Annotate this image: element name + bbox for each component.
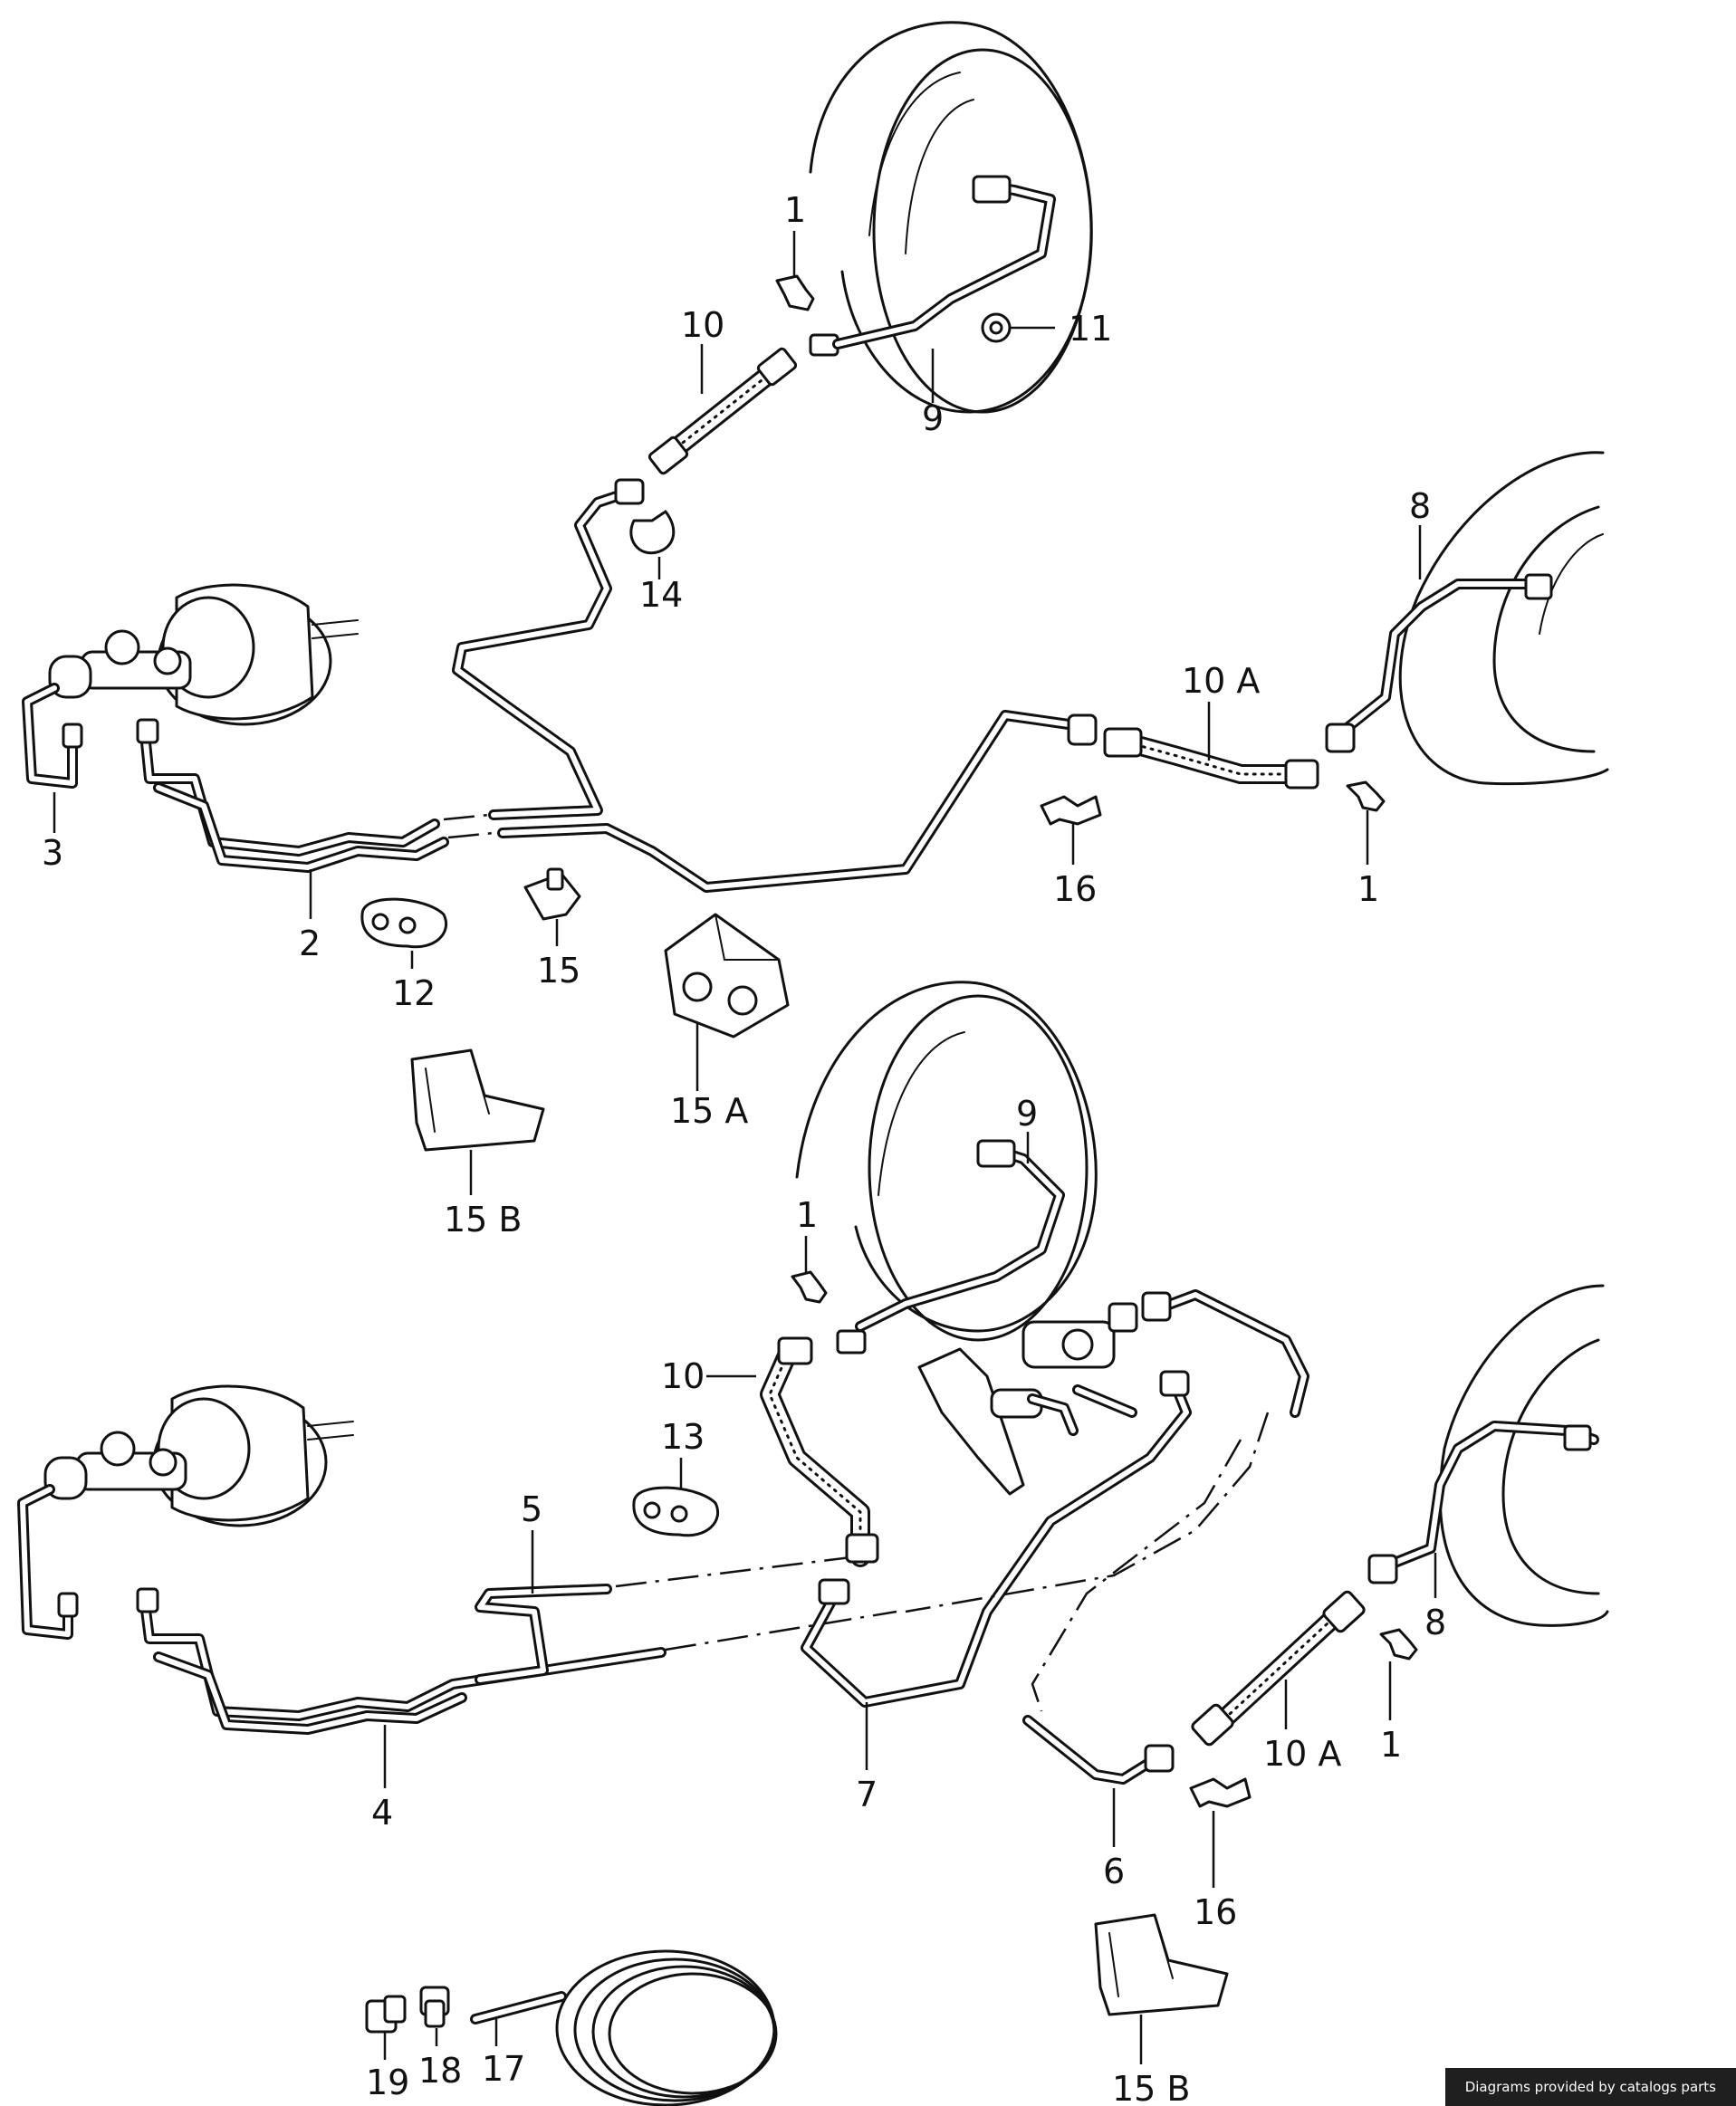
brake-drum-right-top [1398, 451, 1609, 786]
label-9: 9 [922, 398, 944, 438]
label-8: 8 [1409, 486, 1431, 526]
label-7: 7 [856, 1775, 878, 1814]
label-3: 3 [42, 833, 63, 873]
label-15B: 15 B [444, 1200, 523, 1240]
clip-16-top [1040, 795, 1102, 826]
label-10: 10 [681, 305, 724, 345]
part-labels: 1 10 11 9 14 8 10 A 3 2 12 15 15 A 16 1 … [42, 190, 1446, 2106]
pipe-6 [1022, 1715, 1175, 1785]
pipe-4 [136, 1587, 667, 1735]
pipe-coil-17 [470, 1949, 778, 2106]
label-15: 15 [537, 951, 580, 991]
label-1: 1 [784, 190, 806, 230]
label-14: 14 [639, 575, 683, 615]
pipe-5 [475, 1584, 612, 1685]
fitting-18 [419, 1986, 450, 2028]
label-15B: 15 B [1112, 2069, 1191, 2106]
hose-10A-top [1067, 713, 1319, 790]
pipe-8-bottom [1367, 1421, 1599, 1584]
brake-line-top-main [452, 478, 1074, 893]
pipe-3 [22, 683, 83, 789]
master-cylinder-bottom [43, 1384, 354, 1527]
pipe-9-bottom [855, 1139, 1065, 1332]
label-15A: 15 A [670, 1091, 748, 1131]
clip-1-right [1346, 780, 1386, 812]
label-9: 9 [1016, 1094, 1038, 1134]
label-1: 1 [796, 1195, 818, 1235]
label-11: 11 [1069, 309, 1112, 349]
label-17: 17 [482, 2049, 525, 2089]
part-12 [360, 897, 448, 949]
part-15B-bottom [1094, 1913, 1229, 2016]
pipe-2 [136, 718, 449, 873]
label-1: 1 [1357, 869, 1379, 909]
pipe-regulator-loop [1141, 1289, 1309, 1418]
label-5: 5 [521, 1489, 542, 1529]
label-19: 19 [366, 2063, 409, 2102]
label-13: 13 [661, 1417, 705, 1457]
label-10A: 10 A [1263, 1734, 1341, 1774]
label-4: 4 [371, 1793, 393, 1833]
label-2: 2 [299, 924, 321, 963]
label-1: 1 [1380, 1725, 1402, 1765]
part-15A [664, 913, 790, 1039]
pipe-7 [801, 1370, 1192, 1708]
clip-1-bottom-right [1379, 1628, 1418, 1661]
brake-drum-right-bottom [1438, 1284, 1609, 1627]
label-10: 10 [661, 1356, 705, 1396]
hose-10A-bottom [1191, 1590, 1366, 1747]
leader-lines [53, 231, 1437, 2064]
pipe-3-bottom [17, 1484, 79, 1640]
hose-10-bottom [760, 1329, 879, 1567]
label-16: 16 [1053, 869, 1097, 909]
fitting-19 [365, 1995, 407, 2034]
pressure-regulator [917, 1302, 1138, 1496]
clip-16-bottom [1189, 1777, 1252, 1808]
label-12: 12 [392, 973, 436, 1013]
master-cylinder-top [48, 583, 359, 726]
part-15 [523, 867, 581, 921]
clip-14 [629, 510, 676, 555]
label-16: 16 [1194, 1892, 1237, 1932]
clip-1-top [775, 274, 815, 311]
clip-1-center [791, 1270, 828, 1304]
part-13 [632, 1486, 720, 1537]
hose-10-top [647, 333, 839, 475]
brake-drum-bottom [795, 981, 1098, 1342]
diagram-credit: Diagrams provided by catalogs parts [1444, 2068, 1736, 2106]
brake-drum-top [809, 21, 1093, 414]
label-18: 18 [418, 2051, 462, 2091]
label-8: 8 [1424, 1603, 1446, 1642]
part-15B-top [410, 1048, 545, 1152]
label-6: 6 [1103, 1852, 1125, 1891]
label-10A: 10 A [1182, 661, 1260, 701]
pipe-9-top [832, 175, 1056, 349]
pipe-8-top [1325, 573, 1553, 753]
